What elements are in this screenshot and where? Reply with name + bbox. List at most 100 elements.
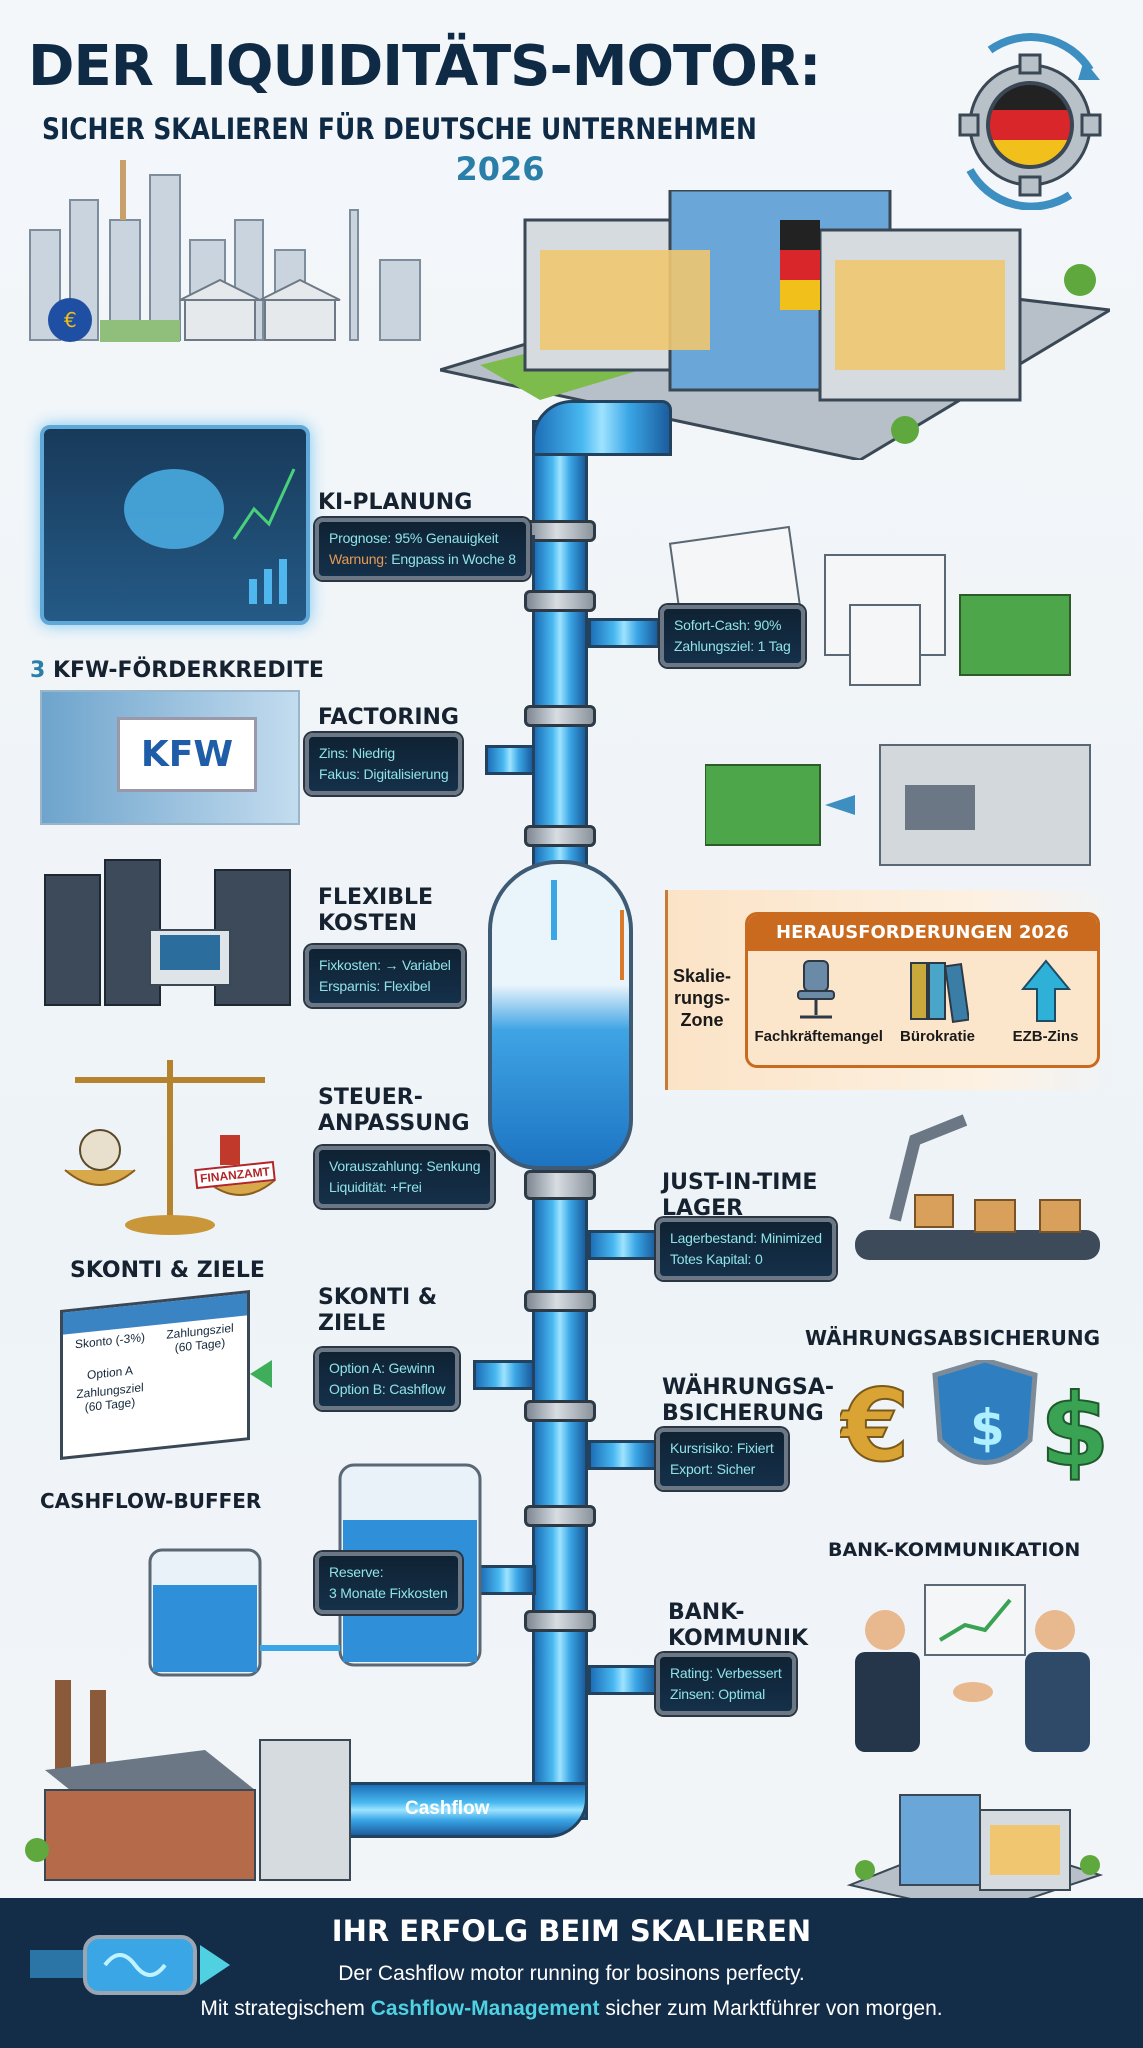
branch-pipe — [473, 1360, 535, 1390]
steuer-readout: Vorauszahlung: Senkung Liquidität: +Frei — [315, 1146, 495, 1208]
ki-planung-readout: Prognose: 95% Genauigkeit Warnung: Engpa… — [315, 518, 530, 580]
atm-money-illustration — [704, 725, 1100, 875]
factoring-readout: Zins: Niedrig Fakus: Digitalisierung — [305, 733, 463, 795]
reserve-label: Reserve: — [329, 1564, 384, 1580]
zahlungsziel-value: Zahlungsziel: 1 Tag — [674, 638, 791, 654]
zone-line: Skalie- — [673, 966, 732, 986]
vorauszahlung-value: Vorauszahlung: Senkung — [329, 1158, 481, 1174]
waehrung-readout: Kursrisiko: Fixiert Export: Sicher — [656, 1428, 788, 1490]
pipe-flange — [524, 1400, 596, 1422]
skonti-readout: Option A: Gewinn Option B: Cashflow — [315, 1348, 460, 1410]
svg-text:$: $ — [1040, 1372, 1110, 1489]
branch-pipe — [485, 745, 535, 775]
fixkosten-value: Fixkosten: → Variabel — [319, 957, 451, 973]
zone-line: Zone — [680, 1010, 724, 1030]
calendar-cell: Skonto (-3%) — [74, 1330, 146, 1352]
green-arrow-left-icon — [250, 1360, 272, 1388]
heading-line: ANPASSUNG — [318, 1111, 470, 1136]
pipe-bottom-bend — [345, 1782, 588, 1838]
footer-line-1: Der Cashflow motor running for bosinons … — [338, 1962, 805, 1985]
svg-text:€: € — [840, 1367, 910, 1484]
binders-icon — [909, 962, 970, 1023]
factoring-zins: Zins: Niedrig — [319, 745, 395, 761]
heading-line: KOMMUNIK — [668, 1626, 809, 1651]
kfw-sign: KFW — [117, 717, 257, 792]
skonti-left-heading: SKONTI & ZIELE — [70, 1258, 265, 1283]
currency-shield-icon: €$$ — [837, 1357, 1111, 1490]
zone-line: rungs- — [674, 988, 731, 1008]
liquiditaet-value: Liquidität: +Frei — [329, 1179, 422, 1195]
success-building-illustration — [840, 1775, 1110, 1917]
option-a-value: Option A: Gewinn — [329, 1360, 435, 1376]
pipe-flange — [524, 590, 596, 612]
kfw-title: KFW-FÖRDERKREDITE — [52, 658, 324, 683]
challenge-label: EZB-Zins — [1012, 1028, 1079, 1045]
factoring-heading: FACTORING — [318, 705, 459, 730]
heading-line: KOSTEN — [318, 911, 418, 936]
frankfurt-skyline-illustration: € — [20, 160, 470, 350]
kfw-heading: 3 KFW-FÖRDERKREDITE — [30, 658, 324, 684]
reserve-value: 3 Monate Fixkosten — [329, 1585, 448, 1601]
footer-line-2-pre: Mit strategischem — [200, 1997, 365, 2020]
rating-value: Rating: Verbessert — [670, 1665, 782, 1681]
ai-brain-hologram-illustration — [40, 425, 310, 625]
sofort-cash-value: Sofort-Cash: 90% — [674, 617, 782, 633]
branch-pipe — [588, 618, 660, 648]
heading-line: LAGER — [662, 1196, 744, 1221]
branch-pipe — [588, 1440, 658, 1470]
skonti-heading: SKONTI &ZIELE — [318, 1285, 437, 1337]
invoice-printer-money-illustration — [665, 505, 1085, 705]
motor-pipe-icon — [30, 1925, 250, 2005]
arrow-up-icon — [1020, 959, 1071, 1022]
scales-tax-illustration: FINANZAMT — [55, 1050, 285, 1240]
flow-arrow-down-icon — [551, 880, 557, 940]
jit-readout: Lagerbestand: Minimized Totes Kapital: 0 — [656, 1218, 836, 1280]
footer-title: IHR ERFOLG BEIM SKALIEREN — [331, 1914, 812, 1948]
waehrung-heading: WÄHRUNGSA-BSICHERUNG — [662, 1375, 834, 1427]
factoring-cash-readout: Sofort-Cash: 90% Zahlungsziel: 1 Tag — [660, 605, 805, 667]
challenges-panel: HERAUSFORDERUNGEN 2026 Fachkräftemangel … — [745, 912, 1100, 1068]
buffer-heading: CASHFLOW-BUFFER — [40, 1489, 262, 1513]
heading-line: JUST-IN-TIME — [662, 1170, 818, 1195]
pipe-flange — [524, 1290, 596, 1312]
pipe-flange — [524, 705, 596, 727]
option-b-value: Option B: Cashflow — [329, 1381, 446, 1397]
heading-line: BSICHERUNG — [662, 1401, 824, 1426]
buffer-readout: Reserve: 3 Monate Fixkosten — [315, 1552, 462, 1614]
footer-highlight: Cashflow-Management — [370, 1997, 600, 2020]
bank-heading: BANK-KOMMUNIK — [668, 1600, 808, 1652]
heading-line: FLEXIBLE — [318, 885, 434, 910]
kfw-building-illustration: KFW — [40, 690, 300, 825]
flexible-kosten-readout: Fixkosten: → Variabel Ersparnis: Flexibe… — [305, 945, 465, 1007]
challenge-item: Fachkräftemangel — [754, 959, 883, 1045]
ki-warning-value: Engpass in Woche 8 — [391, 551, 516, 567]
server-workstation-illustration — [40, 850, 295, 1020]
heading-line: BANK- — [668, 1600, 745, 1625]
footer-line-2: Mit strategischem Cashflow-Management si… — [0, 1997, 1143, 2021]
challenge-item: EZB-Zins — [1001, 959, 1091, 1045]
ki-planung-heading: KI-PLANUNG — [318, 490, 473, 515]
liquidity-bulb-tank — [488, 860, 633, 1170]
heading-line: ZIELE — [318, 1311, 387, 1336]
calendar-cell: Zahlungsziel (60 Tage) — [166, 1320, 234, 1355]
challenges-title: HERAUSFORDERUNGEN 2026 — [748, 915, 1097, 951]
pipe-flange — [524, 1505, 596, 1527]
pipe-label-cashflow: Cashflow — [405, 1798, 490, 1819]
challenge-item: Bürokratie — [888, 959, 988, 1045]
branch-pipe — [588, 1665, 658, 1695]
waehrung-right-heading: WÄHRUNGSABSICHERUNG — [805, 1326, 1101, 1350]
bank-readout: Rating: Verbessert Zinsen: Optimal — [656, 1653, 796, 1715]
zinsen-value: Zinsen: Optimal — [670, 1686, 766, 1702]
factory-office-illustration — [25, 1680, 360, 1895]
scaling-zone-label: Skalie-rungs-Zone — [673, 965, 731, 1031]
challenge-label: Fachkräftemangel — [754, 1028, 883, 1045]
ki-warning-label: Warnung: — [329, 551, 388, 567]
branch-pipe — [478, 1565, 536, 1595]
branch-pipe — [588, 1230, 658, 1260]
pipe-flange — [524, 1610, 596, 1632]
handshake-illustration — [845, 1580, 1105, 1755]
factoring-fokus: Fakus: Digitalisierung — [319, 766, 449, 782]
headquarters-building-illustration — [439, 188, 1115, 462]
